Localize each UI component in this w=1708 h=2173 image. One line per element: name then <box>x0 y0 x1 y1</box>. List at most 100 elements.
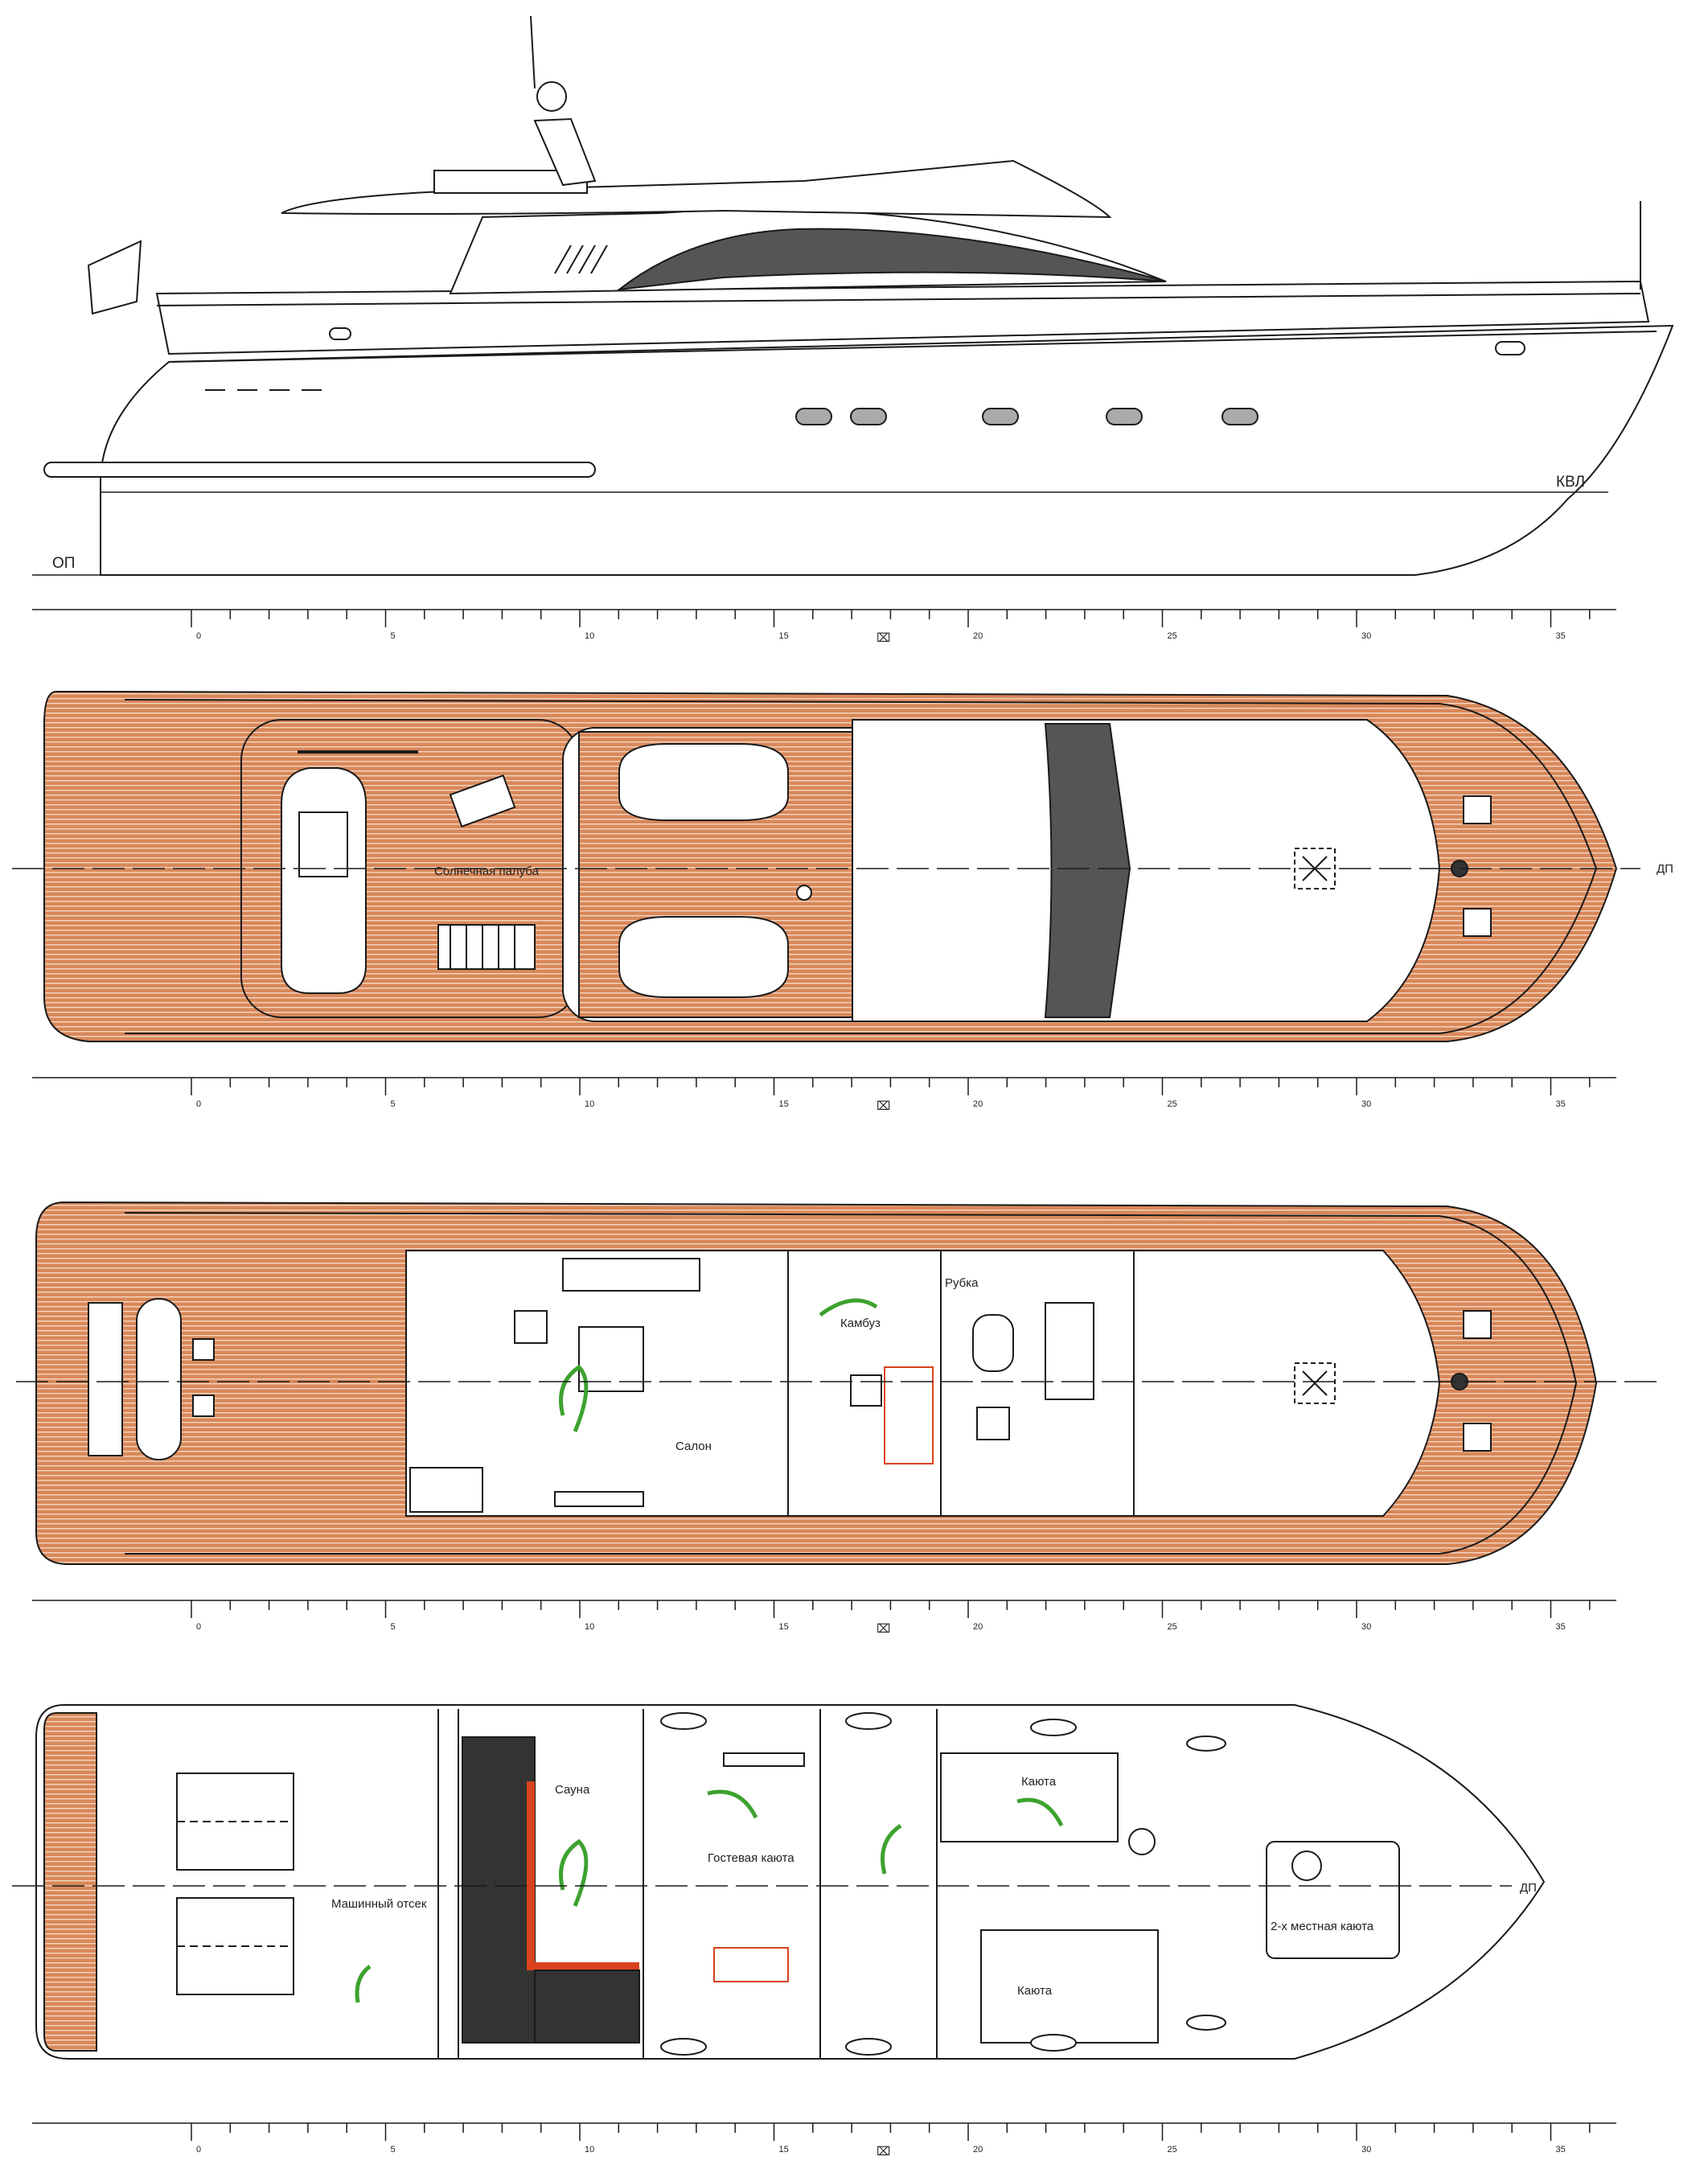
lower-deck-plan <box>12 1704 1546 2060</box>
galley-stove <box>850 1374 882 1407</box>
scale-tick-label: 15 <box>779 1099 789 1109</box>
bow-locker <box>1463 795 1492 824</box>
scale-tick-label: 0 <box>196 1622 201 1632</box>
hull-outline <box>100 324 1674 576</box>
sofa-upper <box>618 743 789 821</box>
scale-tick-label: 30 <box>1361 1622 1371 1632</box>
scale-tick-label: 30 <box>1361 1099 1371 1109</box>
grill-grate <box>437 924 536 970</box>
midship-symbol: ⌧ <box>877 1622 890 1636</box>
porthole <box>660 2038 707 2056</box>
wheelhouse-room <box>940 1250 1135 1517</box>
cabin-port <box>980 1929 1159 2044</box>
salon-stairs <box>409 1467 483 1513</box>
porthole <box>1495 341 1525 355</box>
profile-view <box>32 15 1674 576</box>
sofa-salon <box>562 1258 700 1292</box>
scale-tick-label: 0 <box>196 2145 201 2155</box>
scale-tick-label: 30 <box>1361 2145 1371 2155</box>
wheelhouse-seat <box>976 1407 1010 1440</box>
scale-tick-label: 25 <box>1168 1099 1177 1109</box>
porthole <box>1221 408 1258 425</box>
aft-chair <box>192 1395 215 1417</box>
double-cabin-label: 2-х местная каюта <box>1271 1920 1374 1933</box>
scale-tick-label: 15 <box>779 2145 789 2155</box>
sauna-staircase <box>462 1736 536 2044</box>
person-figure <box>559 1364 589 1432</box>
scale-tick-label: 5 <box>391 1099 396 1109</box>
person-figure <box>819 1298 878 1317</box>
sunlounger <box>449 774 516 828</box>
radar-mast <box>533 117 597 187</box>
porthole <box>845 1712 892 1730</box>
scale-tick-label: 0 <box>196 631 201 641</box>
salon-armchair <box>514 1310 548 1344</box>
stern-flag <box>87 240 142 315</box>
scale-tick-label: 10 <box>585 1099 594 1109</box>
person-figure <box>881 1823 902 1875</box>
porthole <box>1186 1736 1226 1752</box>
foredeck-coachroof <box>1133 1250 1441 1517</box>
baseline-label: ОП <box>52 555 75 572</box>
radome <box>536 81 567 112</box>
wheelhouse-label: Рубка <box>945 1276 979 1290</box>
galley-label: Камбуз <box>840 1317 881 1330</box>
centerline-label-lower-deck: ДП <box>1520 1881 1537 1895</box>
scale-tick-label: 35 <box>1556 1099 1566 1109</box>
porthole <box>795 408 832 425</box>
cabin-starboard <box>940 1752 1119 1842</box>
scale-tick-label: 30 <box>1361 631 1371 641</box>
scale-tick-label: 35 <box>1556 2145 1566 2155</box>
person-figure <box>559 1838 589 1907</box>
bow-locker <box>1463 1310 1492 1339</box>
porthole <box>1030 2034 1077 2052</box>
engine-room-label: Машинный отсек <box>331 1897 427 1911</box>
tv-cabinet <box>554 1491 644 1507</box>
scale-tick-label: 5 <box>391 631 396 641</box>
scale-tick-label: 20 <box>973 1622 983 1632</box>
scale-tick-label: 20 <box>973 631 983 641</box>
midship-symbol: ⌧ <box>877 2145 890 2159</box>
sofa-lower <box>618 916 789 998</box>
porthole <box>660 1712 707 1730</box>
scale-tick-label: 15 <box>779 631 789 641</box>
person-figure <box>707 1789 758 1819</box>
midship-symbol: ⌧ <box>877 631 890 645</box>
hull-sheer-line <box>168 331 1657 363</box>
scale-tick-label: 10 <box>585 2145 594 2155</box>
guest-bed <box>713 1947 789 1982</box>
hardtop <box>281 159 1112 219</box>
scale-tick-label: 15 <box>779 1622 789 1632</box>
sun-deck-label: Солнечная палуба <box>434 865 540 878</box>
cabin-label-top: Каюта <box>1021 1775 1057 1789</box>
swim-platform <box>43 462 596 478</box>
midship-symbol: ⌧ <box>877 1099 890 1113</box>
helm-seat <box>972 1314 1014 1372</box>
waterline-label: КВЛ <box>1556 474 1585 491</box>
scale-tick-label: 10 <box>585 631 594 641</box>
dark-glass-plan <box>1044 723 1131 1018</box>
sun-deck-plan <box>12 691 1640 1042</box>
guest-cabin-label: Гостевая каюта <box>708 1851 794 1865</box>
coffee-table <box>578 1326 644 1392</box>
scale-tick-label: 20 <box>973 1099 983 1109</box>
aft-dining-table <box>136 1298 182 1460</box>
bow-locker <box>1463 908 1492 937</box>
scale-tick-label: 35 <box>1556 1622 1566 1632</box>
person-figure <box>355 1965 372 2003</box>
scale-tick-label: 0 <box>196 1099 201 1109</box>
sauna-label: Сауна <box>555 1783 590 1797</box>
aft-chair <box>192 1338 215 1361</box>
hardtop-plan <box>852 719 1441 1022</box>
porthole <box>1106 408 1143 425</box>
porthole <box>1030 1719 1077 1736</box>
scale-tick-label: 20 <box>973 2145 983 2155</box>
porthole <box>845 2038 892 2056</box>
scale-tick-label: 25 <box>1168 1622 1177 1632</box>
tender-boat <box>281 767 367 994</box>
scale-tick-label: 35 <box>1556 631 1566 641</box>
